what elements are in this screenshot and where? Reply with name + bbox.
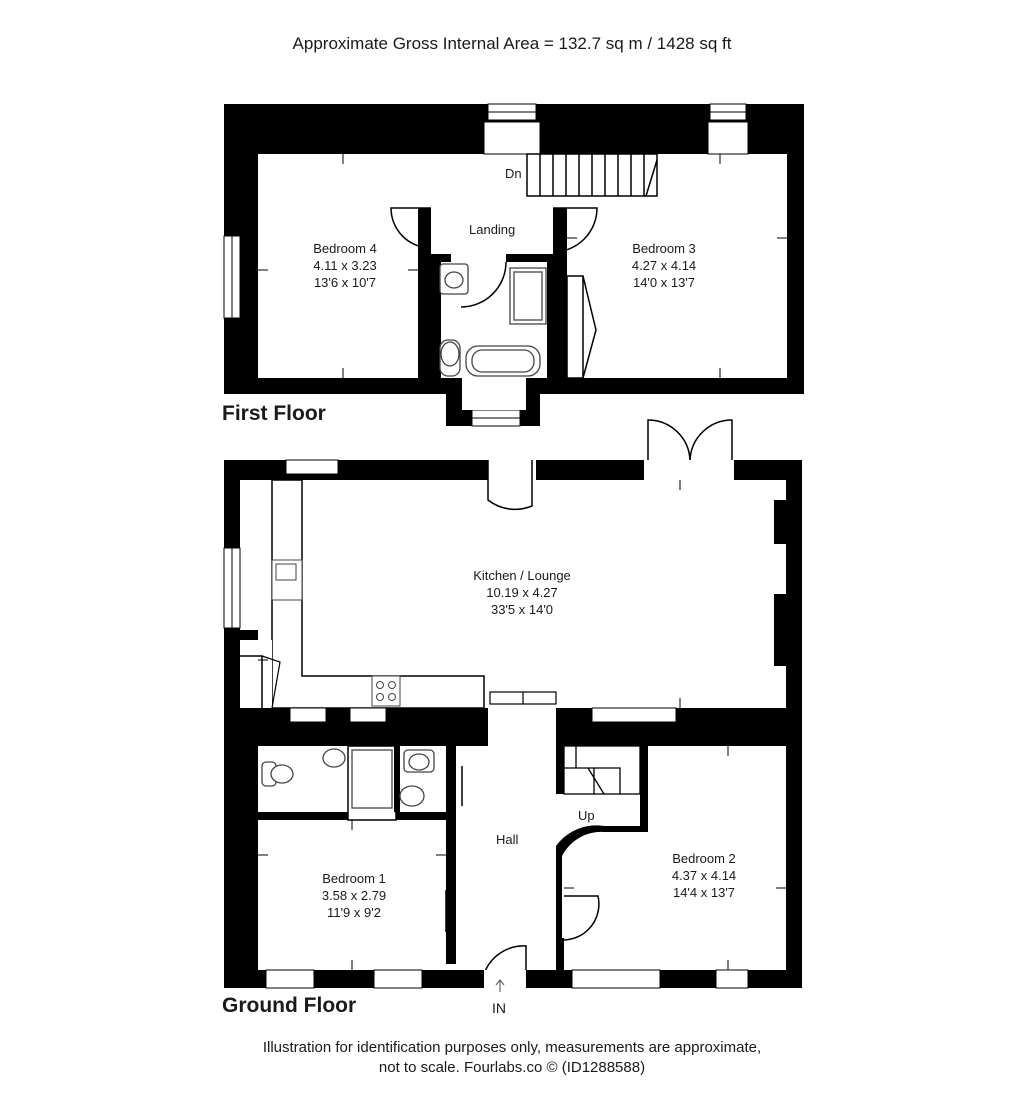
room-name: Bedroom 1 [322, 871, 386, 886]
room-imperial: 13'6 x 10'7 [313, 275, 377, 290]
room-metric: 4.27 x 4.14 [631, 258, 697, 273]
room-bedroom-1: Bedroom 1 3.58 x 2.79 11'9 x 9'2 [322, 870, 386, 921]
room-imperial: 33'5 x 14'0 [490, 602, 554, 617]
room-bedroom-3: Bedroom 3 4.27 x 4.14 14'0 x 13'7 [632, 240, 696, 291]
disclaimer: Illustration for identification purposes… [0, 1038, 1024, 1078]
entrance-label: IN [492, 1000, 506, 1016]
room-metric: 3.58 x 2.79 [321, 888, 387, 903]
disclaimer-line-1: Illustration for identification purposes… [262, 1039, 762, 1056]
room-metric: 4.11 x 3.23 [313, 258, 377, 273]
room-imperial: 11'9 x 9'2 [327, 905, 381, 920]
room-metric: 4.37 x 4.14 [671, 868, 737, 883]
room-bedroom-4: Bedroom 4 4.11 x 3.23 13'6 x 10'7 [313, 240, 377, 291]
room-bedroom-2: Bedroom 2 4.37 x 4.14 14'4 x 13'7 [672, 850, 736, 901]
room-name: Kitchen / Lounge [473, 568, 571, 583]
stairs-up-label: Up [578, 808, 595, 823]
ground-floor-interior [223, 419, 786, 992]
gross-area-title: Approximate Gross Internal Area = 132.7 … [292, 34, 732, 53]
room-imperial: 14'4 x 13'7 [672, 885, 736, 900]
landing-label: Landing [469, 222, 516, 237]
first-floor-label: First Floor [222, 402, 326, 425]
room-name: Bedroom 4 [313, 241, 377, 256]
room-metric: 10.19 x 4.27 [486, 585, 558, 600]
room-name: Bedroom 2 [672, 851, 736, 866]
stairs-down-label: Dn [505, 166, 522, 181]
room-kitchen-lounge: Kitchen / Lounge 10.19 x 4.27 33'5 x 14'… [473, 567, 571, 618]
room-name: Bedroom 3 [632, 241, 696, 256]
room-imperial: 14'0 x 13'7 [632, 275, 696, 290]
first-floor-interior [223, 103, 787, 427]
disclaimer-line-2: not to scale. Fourlabs.co © (ID1288588) [378, 1059, 646, 1076]
ground-floor-label: Ground Floor [222, 994, 357, 1017]
hall-label: Hall [496, 832, 519, 847]
